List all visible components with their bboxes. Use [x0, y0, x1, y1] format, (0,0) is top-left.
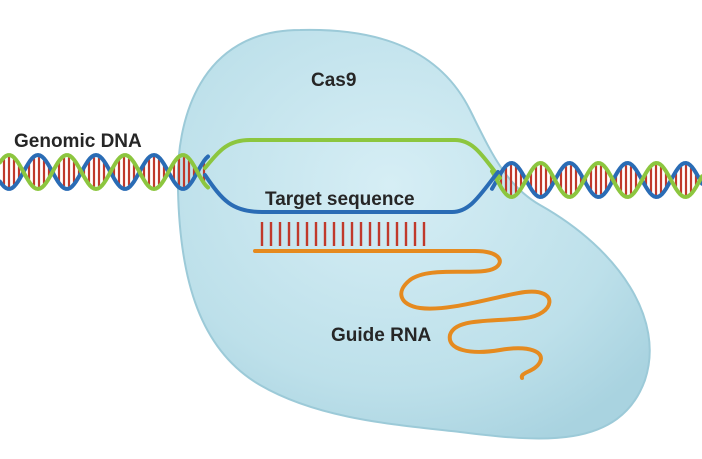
genomic-dna-right-helix [490, 160, 702, 200]
guide-rna-label: Guide RNA [331, 325, 432, 346]
right-helix-strand-green [490, 160, 702, 200]
dna-strand-green-unwound [203, 138, 502, 180]
target-base-pairs [260, 222, 426, 246]
cas9-protein [176, 28, 651, 440]
dna-strand-blue-unwound [203, 170, 500, 214]
genomic-dna-left-helix [0, 152, 210, 192]
target-sequence-label: Target sequence [265, 189, 415, 210]
cas9-label: Cas9 [311, 70, 356, 91]
left-helix-strand-blue [0, 152, 210, 191]
guide-rna-strand [253, 249, 552, 380]
left-helix-strand-green [0, 153, 210, 192]
genomic-dna-label: Genomic DNA [14, 131, 142, 152]
